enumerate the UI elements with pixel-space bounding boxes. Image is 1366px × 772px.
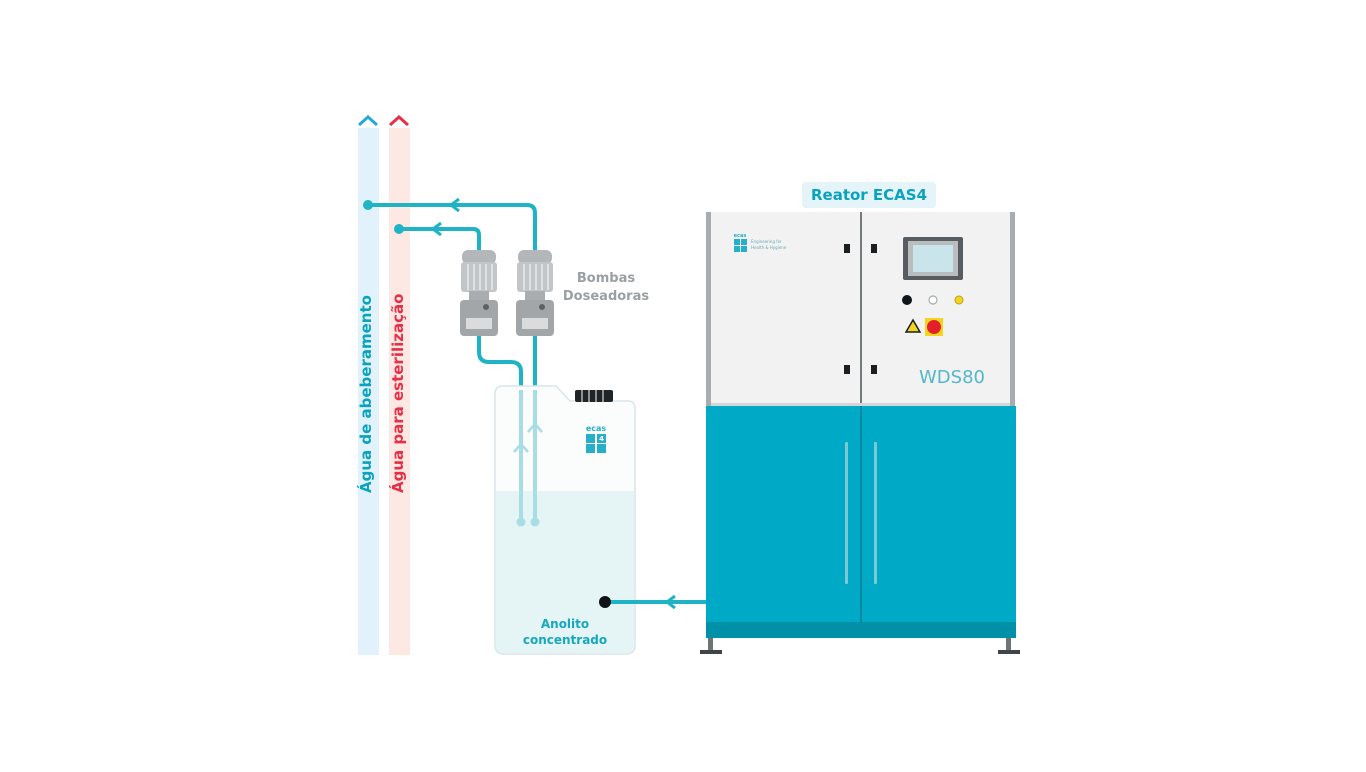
machine-tagline-2: Health & Hygiene — [751, 245, 787, 250]
sterilization-water-label: Água para esterilização — [389, 293, 407, 493]
tank-cap — [575, 390, 613, 402]
dosing-pumps-label: Bombas Doseadoras — [556, 270, 656, 306]
drinking-water-label: Água de abeberamento — [357, 295, 375, 493]
control-screen — [903, 237, 963, 280]
reactor-machine: ecas Engineering for Health & Hygiene — [700, 212, 1020, 654]
dosing-pump-1 — [460, 250, 498, 336]
machine-brand-text: ecas — [734, 233, 747, 239]
arrow-up-icon — [389, 114, 409, 127]
anolyte-label: Anolito concentrado — [510, 616, 620, 648]
anolyte-label-line-2: concentrado — [522, 633, 608, 647]
warning-icon — [904, 318, 922, 333]
machine-model-label: WDS80 — [919, 367, 985, 388]
indicator-light-yellow — [954, 295, 964, 305]
anolyte-label-line-1: Anolito — [540, 617, 590, 631]
tank-inlet-node — [599, 596, 611, 608]
drinking-water-line — [358, 114, 379, 655]
anolyte-tank: ecas 4 — [494, 385, 636, 655]
reactor-label: Reator ECAS4 — [802, 182, 936, 208]
reactor-to-tank-pipe — [599, 594, 707, 610]
pumps-label-line-2: Doseadoras — [562, 289, 650, 304]
flow-arrow-icon — [430, 221, 442, 237]
pumps-label-line-1: Bombas — [576, 271, 636, 286]
sterilization-water-line — [389, 114, 410, 655]
indicator-light-black — [902, 295, 912, 305]
ecas-logo-icon — [586, 434, 606, 453]
ecas-logo-icon — [734, 239, 747, 252]
door-handle — [845, 442, 848, 584]
dosing-pump-2 — [516, 250, 554, 336]
pump-inlet-pipes — [477, 335, 537, 390]
flow-arrow-icon — [664, 594, 676, 610]
pump-outlet-pipes — [368, 197, 537, 250]
flow-arrow-icon — [448, 197, 460, 213]
arrow-up-icon — [358, 114, 378, 127]
door-handle — [874, 442, 877, 584]
pipe-junction — [363, 200, 373, 210]
tank-brand-number: 4 — [599, 435, 604, 443]
tank-brand-text: ecas — [586, 424, 607, 433]
machine-tagline-1: Engineering for — [751, 239, 782, 244]
indicator-light-white — [928, 295, 938, 305]
pipe-junction — [394, 224, 404, 234]
